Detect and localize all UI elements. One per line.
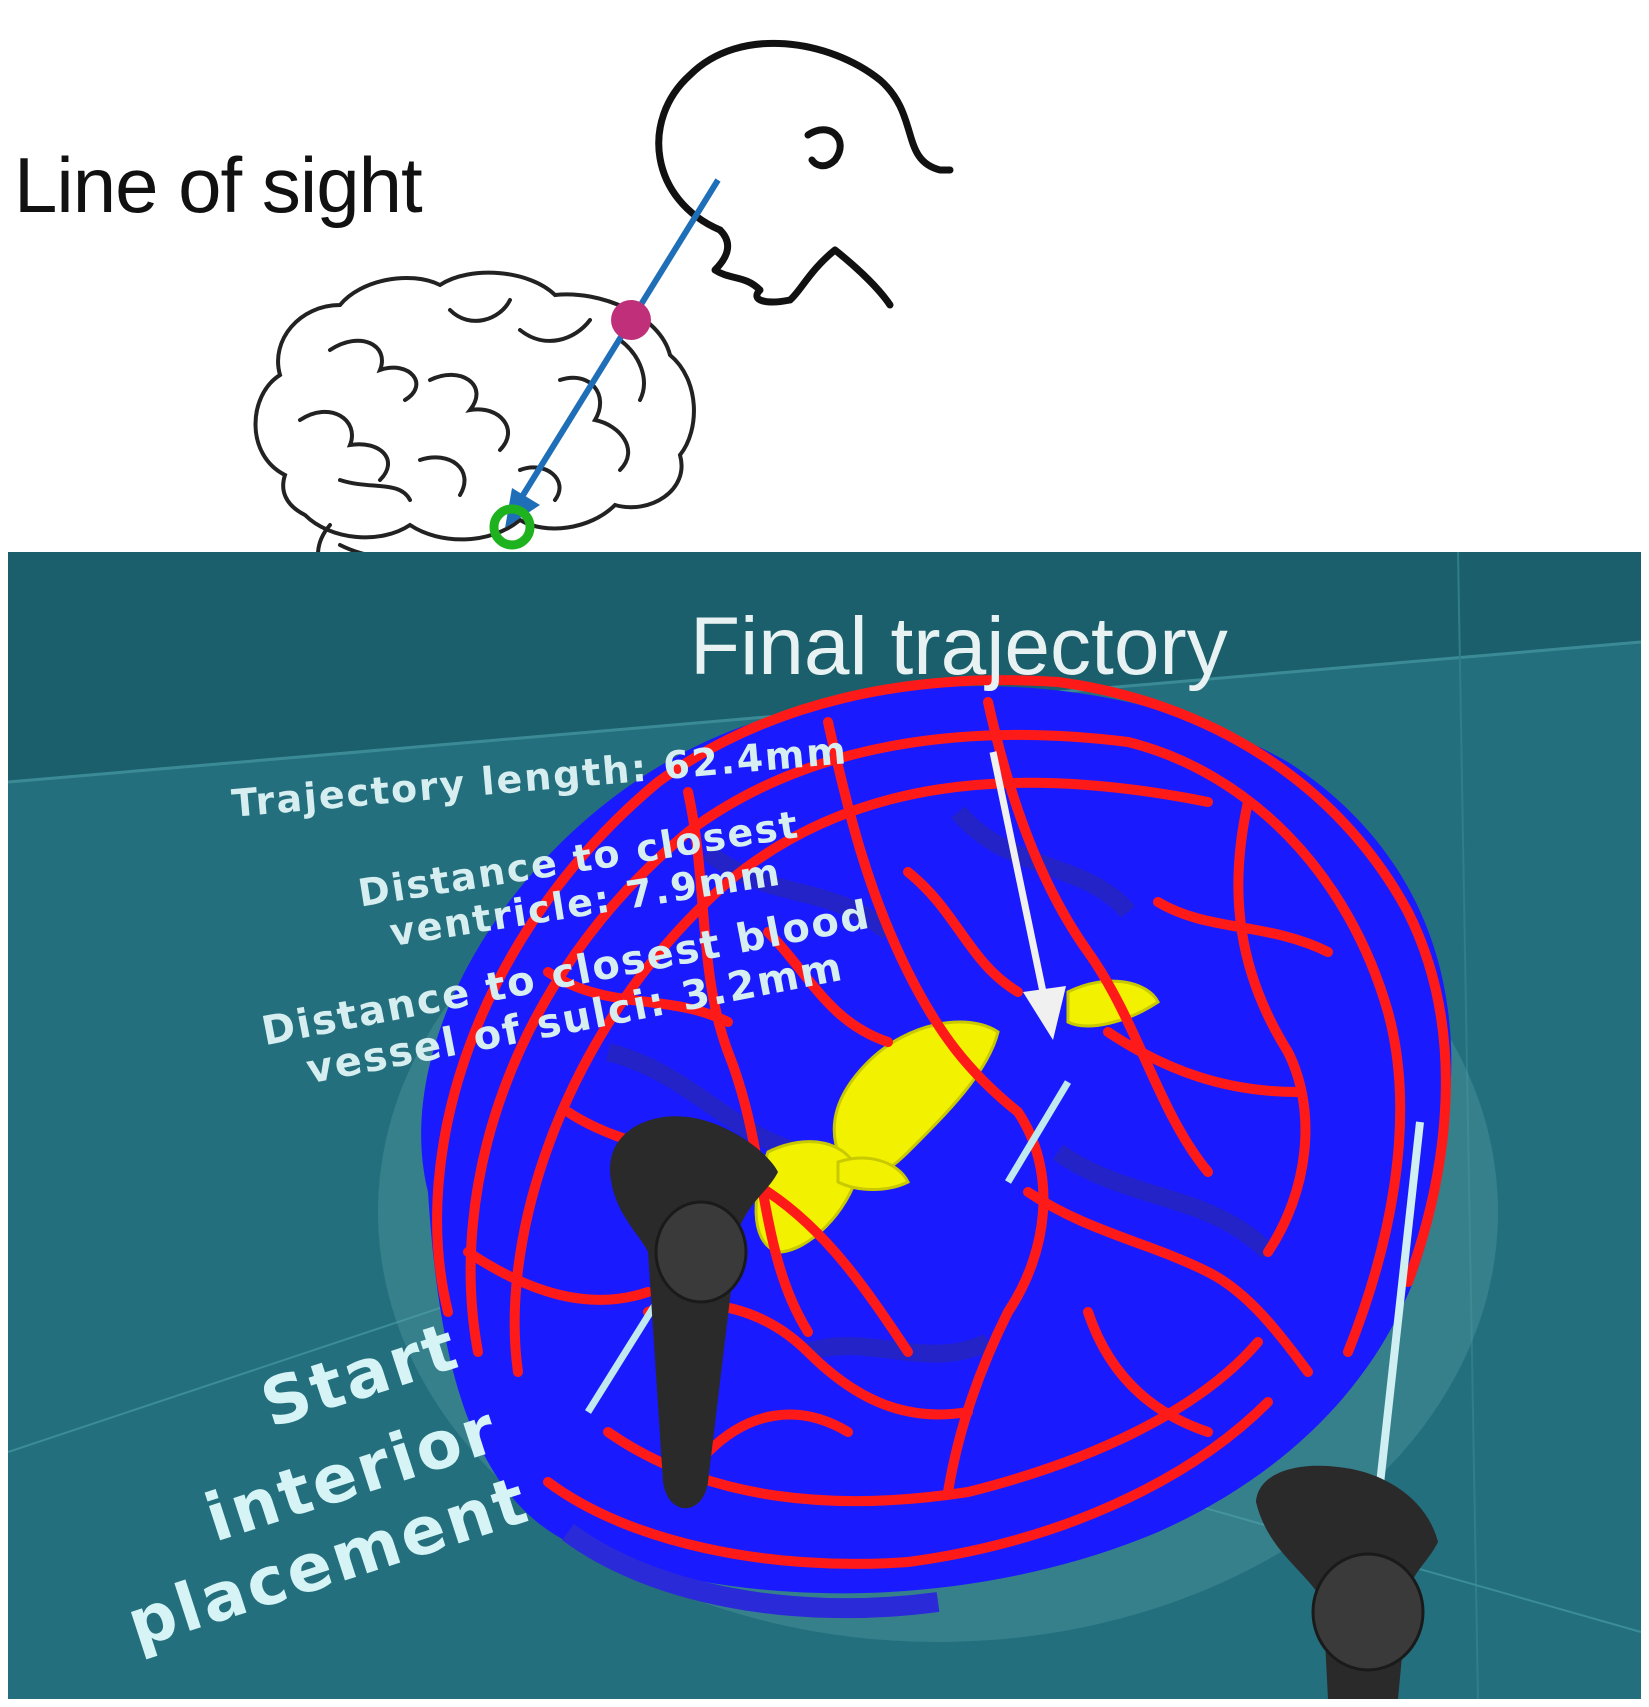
sight-line [517,178,721,502]
head-profile-icon [655,39,954,309]
ventricles-render [754,979,1160,1254]
vr-controller-icon [609,1116,778,1509]
vr-controller-icon [1256,1465,1438,1699]
line-of-sight-label: Line of sight [14,141,423,229]
vr-scene-panel [8,552,1641,1699]
vr-brain-render [8,552,1641,1699]
target-ring-marker [489,504,535,550]
blood-vessels-render [432,675,1451,1569]
final-trajectory-arrow [989,751,1047,993]
final-trajectory-label: Final trajectory [690,601,1228,692]
entry-point-marker [611,300,651,340]
